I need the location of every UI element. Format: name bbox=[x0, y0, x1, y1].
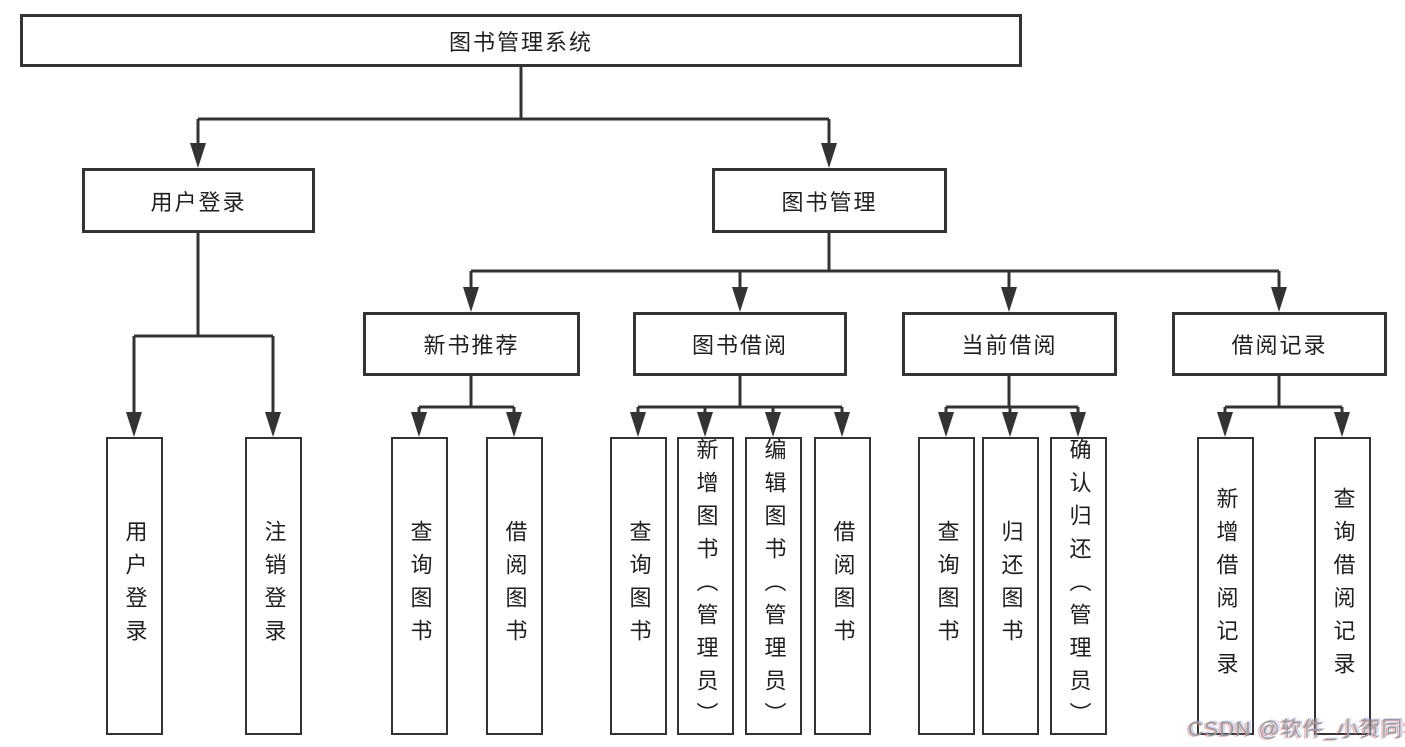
node-root-system-label: 图书管理系统 bbox=[448, 29, 593, 55]
leaf-query-books-recommend-label: 查询图书 bbox=[407, 520, 433, 652]
node-borrow-records-label: 借阅记录 bbox=[1231, 333, 1328, 358]
node-current-borrow: 当前借阅 bbox=[902, 312, 1117, 376]
leaf-query-books-current-label: 查询图书 bbox=[934, 520, 960, 652]
node-new-book-recommend-label: 新书推荐 bbox=[423, 333, 520, 358]
connector-current-borrow-to-leaves bbox=[938, 376, 1086, 437]
leaf-logout: 注销登录 bbox=[245, 437, 302, 735]
node-book-management: 图书管理 bbox=[712, 168, 947, 233]
leaf-borrow-books-recommend: 借阅图书 bbox=[486, 437, 543, 735]
leaf-query-books-recommend: 查询图书 bbox=[391, 437, 448, 735]
leaf-borrow-books: 借阅图书 bbox=[814, 437, 871, 735]
leaf-add-books-admin: 新增图书（管理员） bbox=[677, 437, 734, 735]
leaf-logout-label: 注销登录 bbox=[261, 520, 287, 652]
connector-new-book-recommend-to-leaves bbox=[411, 376, 522, 437]
leaf-edit-books-admin-label: 编辑图书（管理员） bbox=[761, 437, 787, 735]
leaf-query-borrow-record-label: 查询借阅记录 bbox=[1330, 487, 1356, 685]
node-book-borrow: 图书借阅 bbox=[633, 312, 847, 376]
leaf-borrow-books-recommend-label: 借阅图书 bbox=[502, 520, 528, 652]
connector-book-borrow-to-leaves bbox=[630, 376, 850, 437]
leaf-query-borrow-record: 查询借阅记录 bbox=[1314, 437, 1371, 735]
leaf-confirm-return-admin-label: 确认归还（管理员） bbox=[1066, 437, 1092, 735]
node-current-borrow-label: 当前借阅 bbox=[961, 333, 1058, 358]
connector-root-to-level2 bbox=[190, 67, 837, 168]
node-user-login-label: 用户登录 bbox=[150, 189, 247, 215]
leaf-query-books-current: 查询图书 bbox=[918, 437, 975, 735]
node-book-borrow-label: 图书借阅 bbox=[691, 333, 788, 358]
connector-book-management-to-level3 bbox=[463, 233, 1287, 312]
node-borrow-records: 借阅记录 bbox=[1172, 312, 1387, 376]
node-user-login: 用户登录 bbox=[82, 168, 315, 233]
connector-user-login-to-leaves bbox=[126, 233, 281, 437]
leaf-confirm-return-admin: 确认归还（管理员） bbox=[1050, 437, 1107, 735]
connector-borrow-records-to-leaves bbox=[1217, 376, 1350, 437]
leaf-add-borrow-record-label: 新增借阅记录 bbox=[1213, 487, 1239, 685]
leaf-user-login: 用户登录 bbox=[106, 437, 163, 735]
leaf-borrow-books-label: 借阅图书 bbox=[830, 520, 856, 652]
leaf-query-books-borrow-label: 查询图书 bbox=[626, 520, 652, 652]
leaf-add-books-admin-label: 新增图书（管理员） bbox=[693, 437, 719, 735]
csdn-watermark: CSDN @软件_小贺同学 bbox=[1188, 718, 1405, 741]
leaf-query-books-borrow: 查询图书 bbox=[610, 437, 667, 735]
node-new-book-recommend: 新书推荐 bbox=[363, 312, 580, 376]
leaf-user-login-label: 用户登录 bbox=[122, 520, 148, 652]
leaf-add-borrow-record: 新增借阅记录 bbox=[1197, 437, 1254, 735]
leaf-return-books-label: 归还图书 bbox=[998, 520, 1024, 652]
leaf-edit-books-admin: 编辑图书（管理员） bbox=[745, 437, 802, 735]
node-book-management-label: 图书管理 bbox=[781, 189, 878, 215]
node-root-system: 图书管理系统 bbox=[20, 14, 1022, 67]
leaf-return-books: 归还图书 bbox=[982, 437, 1039, 735]
